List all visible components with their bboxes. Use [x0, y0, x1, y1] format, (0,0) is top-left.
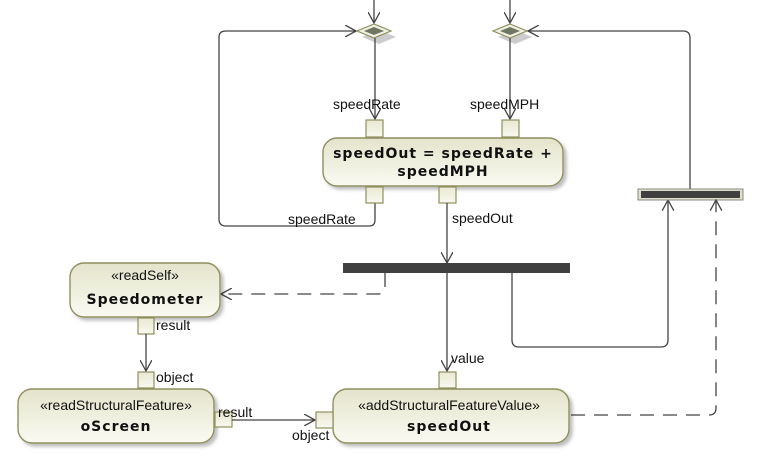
- compute-line1: speedOut = speedRate +: [333, 146, 553, 162]
- pin-out-speedOut[interactable]: [438, 186, 457, 204]
- action-compute-speedOut[interactable]: speedOut = speedRate + speedMPH: [322, 137, 564, 187]
- pin-speedometer-result[interactable]: [137, 317, 155, 335]
- read-self-stereotype: «readSelf»: [111, 267, 179, 283]
- merge-node-speedMPH[interactable]: [491, 23, 532, 44]
- label-add-value: value: [451, 350, 485, 366]
- edge-fork-to-speedometer[interactable]: [221, 273, 386, 294]
- label-oscreen-result: result: [218, 404, 252, 420]
- read-structural-name: oScreen: [81, 419, 152, 435]
- merge-node-speedRate[interactable]: [355, 23, 396, 44]
- action-read-self[interactable]: «readSelf» Speedometer: [69, 262, 221, 318]
- pin-add-object[interactable]: [315, 411, 334, 429]
- label-in-speedRate: speedRate: [333, 96, 401, 112]
- label-out-speedRate: speedRate: [288, 211, 356, 227]
- join-bar[interactable]: [637, 188, 744, 201]
- pin-in-speedRate[interactable]: [365, 119, 384, 138]
- add-structural-stereotype: «addStructuralFeatureValue»: [358, 397, 540, 413]
- compute-line2: speedMPH: [397, 164, 488, 180]
- pin-out-speedRate[interactable]: [365, 186, 384, 204]
- label-out-speedOut: speedOut: [452, 210, 513, 226]
- edge-speedRate-loop[interactable]: [218, 31, 376, 227]
- fork-bar[interactable]: [343, 263, 570, 273]
- read-self-name: Speedometer: [87, 292, 204, 308]
- edge-join-to-merge-speedMPH[interactable]: [528, 31, 691, 189]
- pin-add-value[interactable]: [438, 371, 457, 389]
- add-structural-name: speedOut: [407, 419, 491, 435]
- label-add-object: object: [292, 427, 329, 443]
- edge-add-to-join[interactable]: [571, 200, 716, 416]
- label-oscreen-object: object: [156, 369, 193, 385]
- edge-fork-to-join[interactable]: [511, 200, 668, 348]
- action-add-structural-feature-value[interactable]: «addStructuralFeatureValue» speedOut: [332, 388, 570, 444]
- label-speedometer-result: result: [156, 317, 190, 333]
- pin-oscreen-object[interactable]: [137, 371, 155, 389]
- read-structural-stereotype: «readStructuralFeature»: [40, 397, 192, 413]
- label-in-speedMPH: speedMPH: [470, 96, 539, 112]
- pin-in-speedMPH[interactable]: [501, 119, 520, 138]
- action-read-structural-feature[interactable]: «readStructuralFeature» oScreen: [17, 388, 215, 444]
